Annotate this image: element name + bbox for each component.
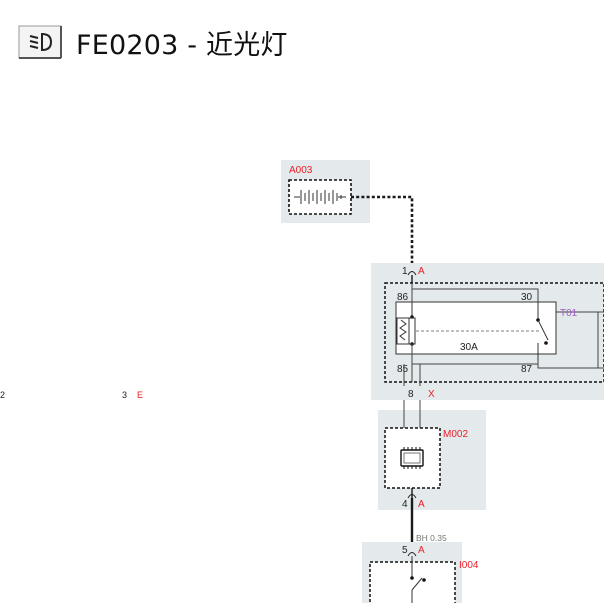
relay-box-outline (384, 282, 604, 383)
low-beam-headlight-icon (18, 25, 62, 59)
switch-component[interactable]: 5 A I004 (362, 542, 479, 603)
battery-component[interactable]: A003 (281, 160, 370, 223)
pin-1-conn-label: A (418, 266, 425, 277)
battery-symbol-icon (294, 190, 346, 204)
pin-4-conn-label: A (418, 499, 425, 510)
chip-icon (400, 447, 424, 469)
fuse-rating-label: 30A (460, 342, 478, 353)
left-pin-3-conn-label: E (137, 390, 143, 400)
pin-1-label: 1 (402, 266, 408, 277)
pin-5-conn-label: A (418, 545, 425, 556)
module-component[interactable]: M002 4 A (378, 410, 486, 510)
pin-x1-conn-label: X (428, 389, 435, 400)
relay-id-label: T01 (560, 308, 578, 319)
relay-box-component[interactable]: 1 A 86 30 30A 85 87 (371, 263, 604, 400)
page-title: FE0203 - 近光灯 (76, 29, 288, 61)
coil-resistor-icon (399, 319, 407, 341)
module-id-label: M002 (443, 429, 468, 440)
pin-86-label: 86 (397, 292, 409, 303)
relay-switch-contact (537, 319, 549, 341)
switch-id-label: I004 (459, 560, 479, 571)
pin-4-label: 4 (402, 499, 408, 510)
pin-87-label: 87 (521, 364, 533, 375)
pin-5-label: 5 (402, 545, 408, 556)
page-header: FE0203 - 近光灯 (18, 22, 288, 62)
connector-5a-icon (407, 552, 417, 557)
switch-contact-icon (411, 577, 423, 591)
left-pin-3-label: 3 (122, 390, 127, 400)
wire-spec-label: BH 0.35 (416, 533, 447, 543)
relay-body (395, 301, 557, 355)
connector-1a-icon (407, 271, 417, 276)
battery-id-label: A003 (289, 165, 313, 176)
pin-x1-label: 8 (408, 389, 414, 400)
left-pin-2-label: 2 (0, 390, 5, 400)
pin-85-label: 85 (397, 364, 409, 375)
pin-30-label: 30 (521, 292, 533, 303)
